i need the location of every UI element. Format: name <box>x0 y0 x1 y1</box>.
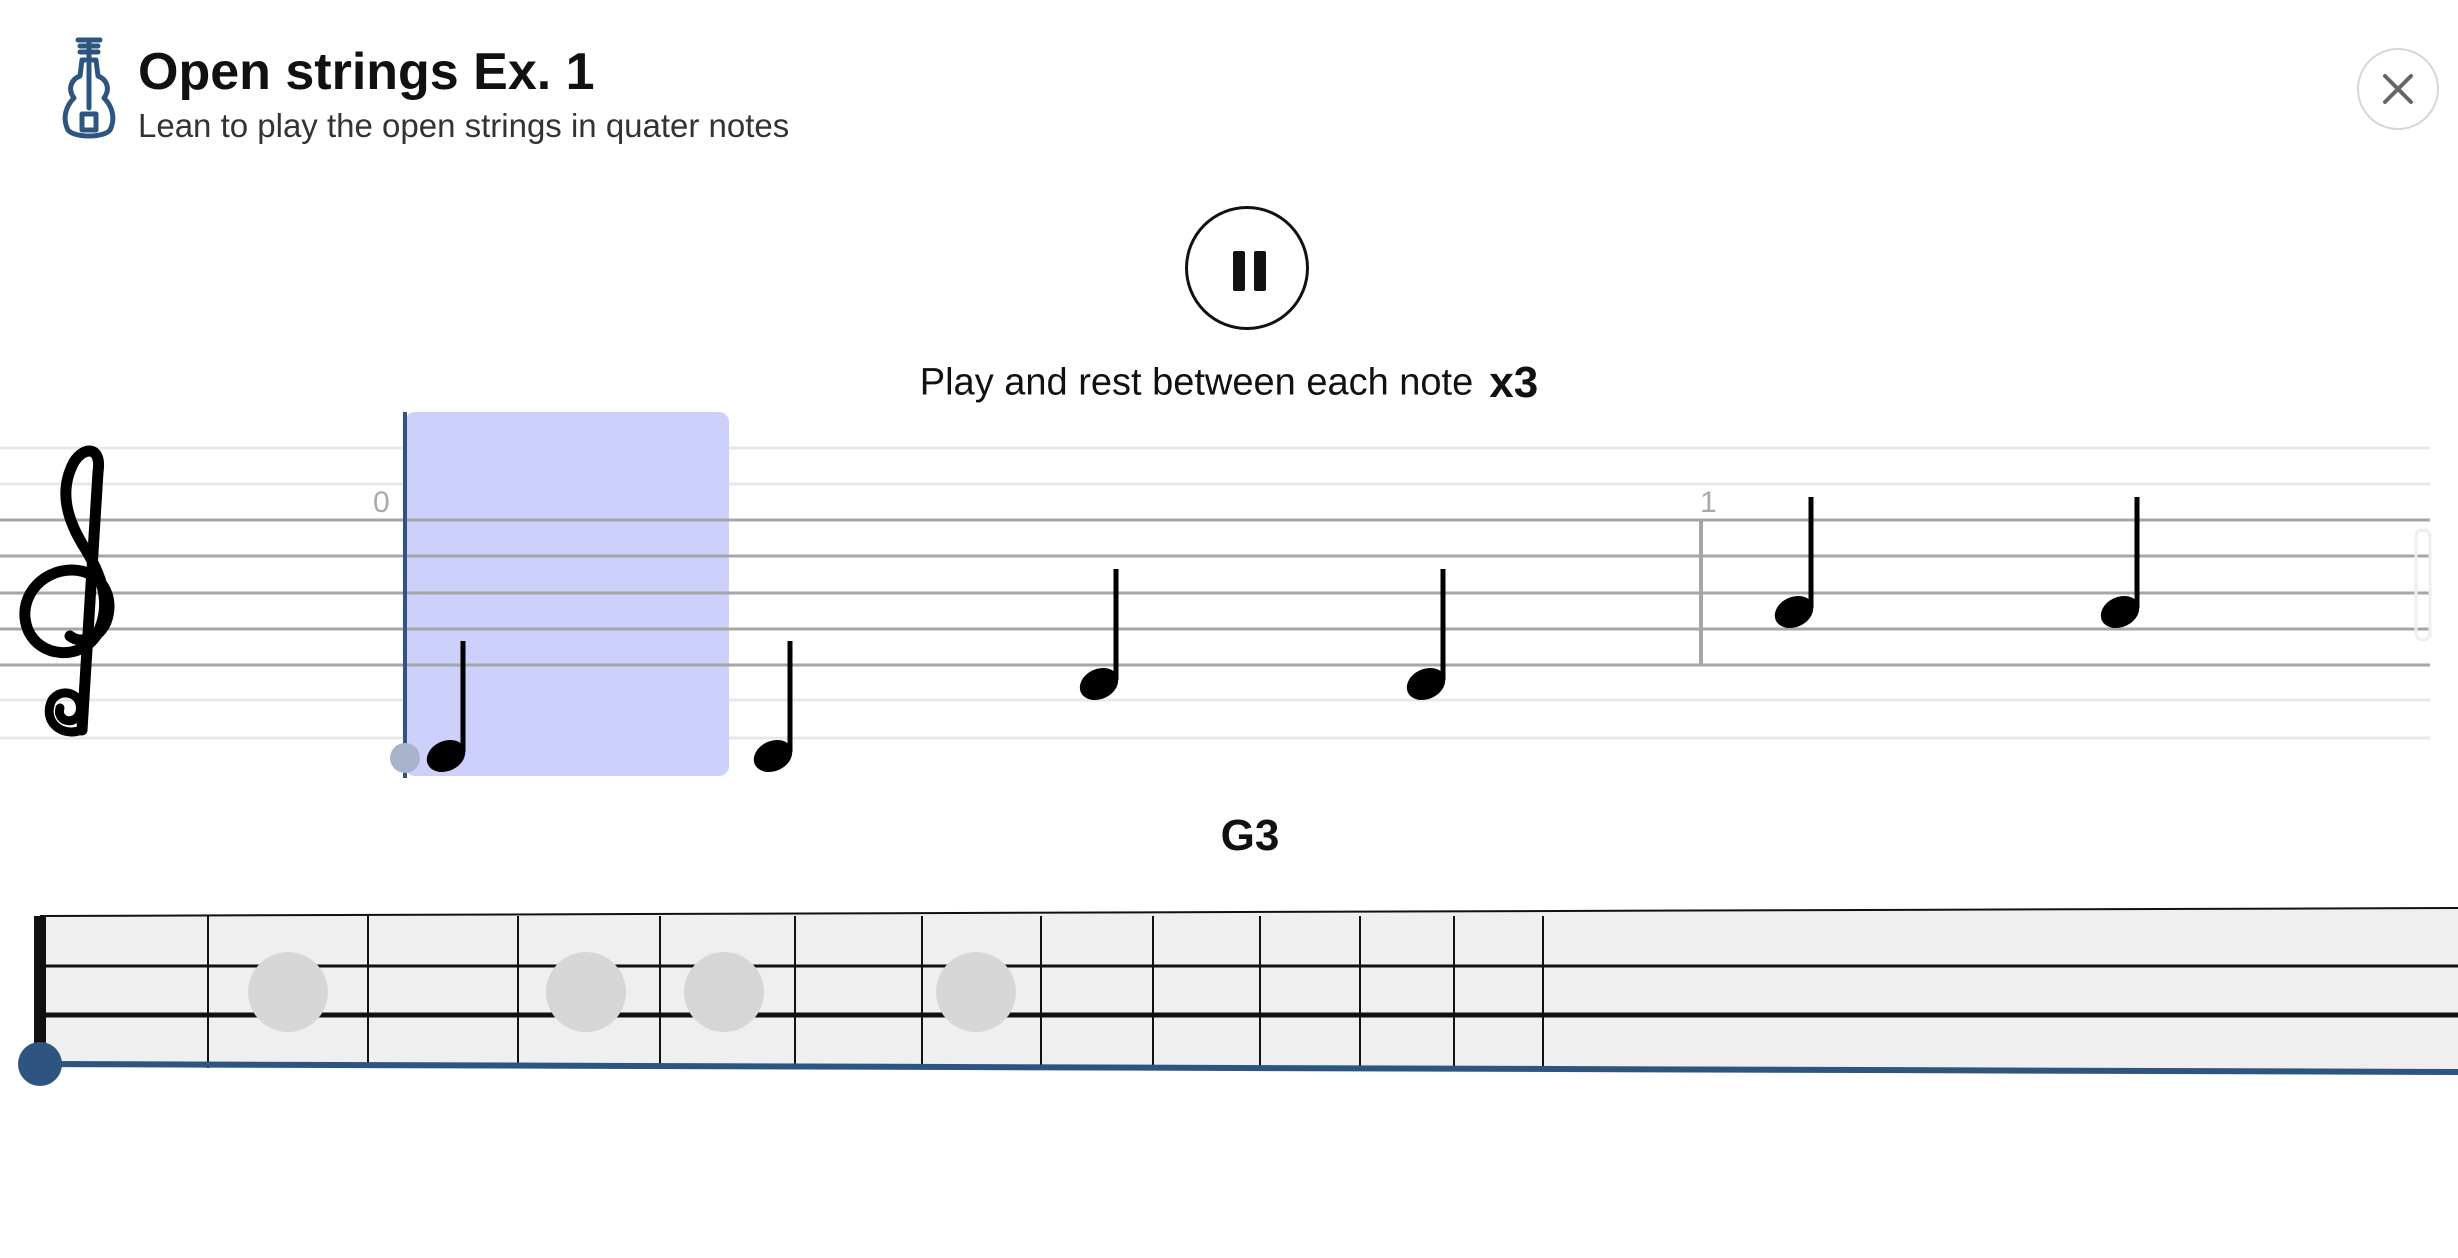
fret-markers <box>248 952 1016 1032</box>
note-g3 <box>426 641 466 773</box>
violin-icon <box>54 34 124 144</box>
note-head <box>1079 667 1119 701</box>
fret-marker <box>248 952 328 1032</box>
fretboard-surface <box>40 908 2458 1072</box>
instruction-text: Play and rest between each note <box>919 361 1474 404</box>
current-note-name: G3 <box>1220 811 1280 860</box>
measure-number: 1 <box>1700 486 1717 519</box>
fretboard <box>18 907 2458 1086</box>
active-string <box>39 1061 2458 1075</box>
nut <box>34 916 46 1068</box>
note-head <box>1406 667 1446 701</box>
fretboard-edge <box>39 907 2458 917</box>
pause-icon <box>1233 251 1245 291</box>
close-icon <box>2383 74 2413 104</box>
fret-marker <box>684 952 764 1032</box>
note-d4 <box>1079 569 1119 701</box>
note-head <box>2100 595 2140 629</box>
music-staff: 0 1 <box>0 412 2432 778</box>
note-a4 <box>1774 497 1814 629</box>
playhead-handle[interactable] <box>390 743 420 773</box>
fret-marker <box>546 952 626 1032</box>
treble-clef-icon <box>19 445 115 737</box>
note-head <box>426 739 466 773</box>
note-g3 <box>753 641 793 773</box>
measure-number: 0 <box>373 486 390 519</box>
string-position-handle[interactable] <box>18 1042 62 1086</box>
close-button[interactable] <box>2357 48 2439 130</box>
pause-button[interactable] <box>1185 206 1309 330</box>
pause-icon-bar <box>1254 251 1266 291</box>
note-a4 <box>2100 497 2140 629</box>
instruction: Play and rest between each note x3 <box>0 358 2458 414</box>
staff-end <box>2414 528 2432 642</box>
fret-marker <box>936 952 1016 1032</box>
repeat-count: x3 <box>1489 358 1539 407</box>
notes <box>426 497 2140 773</box>
page-subtitle: Lean to play the open strings in quater … <box>138 107 790 144</box>
note-d4 <box>1406 569 1446 701</box>
note-head <box>1774 595 1814 629</box>
note-head <box>753 739 793 773</box>
page-title: Open strings Ex. 1 <box>138 43 595 101</box>
staff-lines <box>0 518 2430 667</box>
